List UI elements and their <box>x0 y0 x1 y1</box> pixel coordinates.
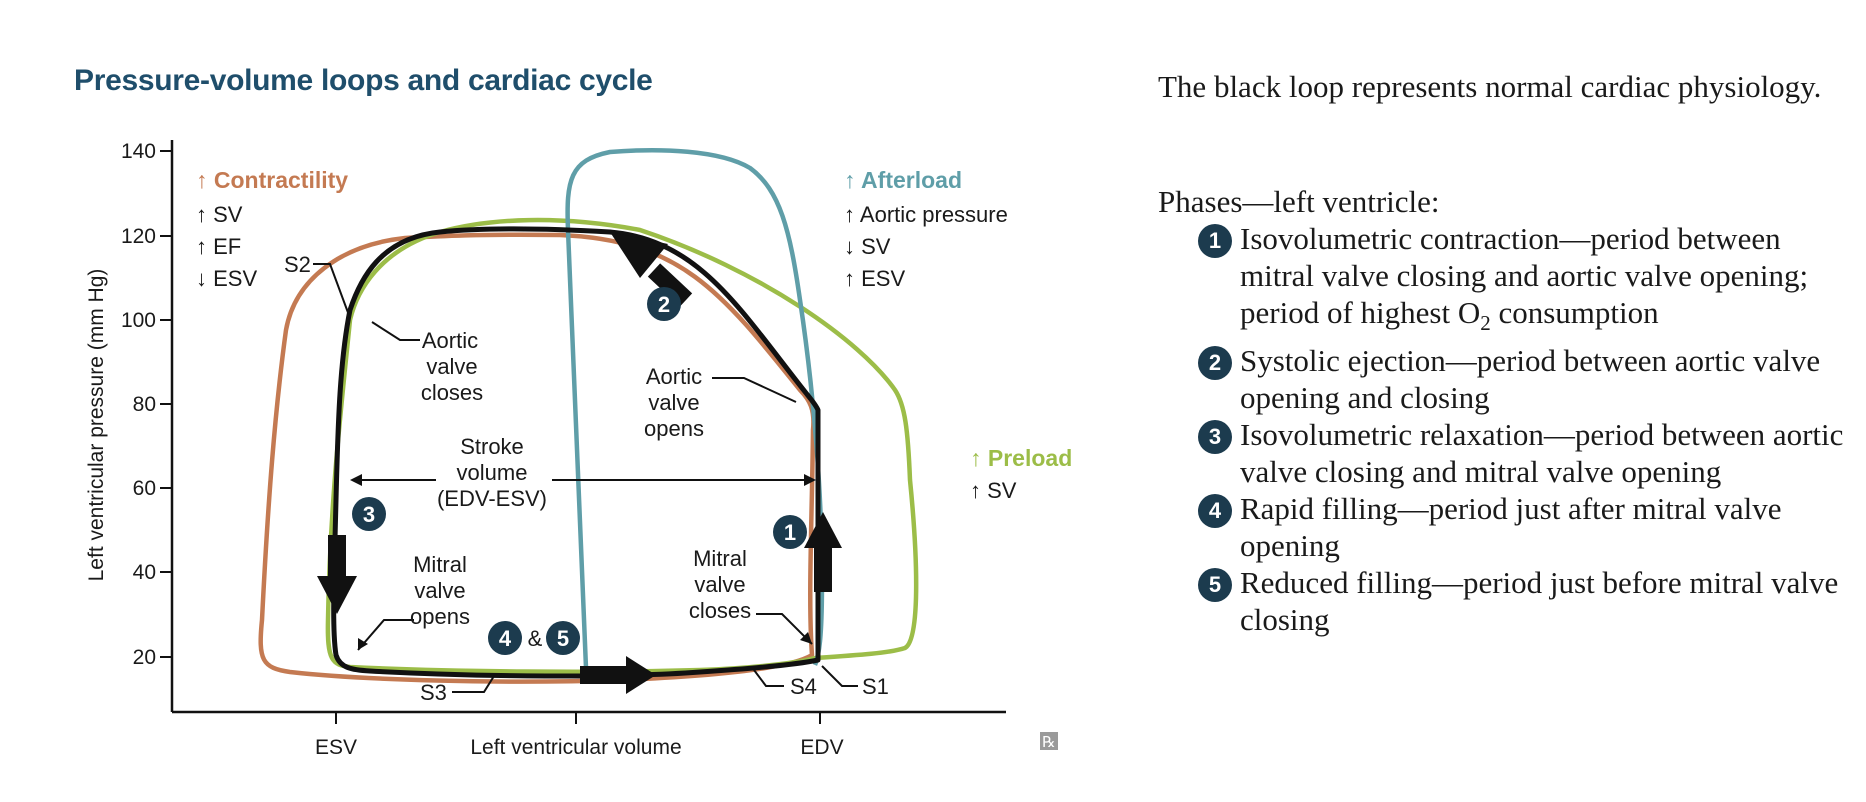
svg-text:↑ ESV: ↑ ESV <box>844 266 905 291</box>
phase-tail: consumption <box>1490 295 1659 330</box>
phase-badge: 4 <box>1198 494 1232 529</box>
phase-text: Rapid filling—period just after mitral v… <box>1240 491 1782 564</box>
aortic-opens-label-3: opens <box>644 416 704 441</box>
stroke-volume-label-1: Stroke <box>460 434 524 459</box>
phases-title: Phases—left ventricle: <box>1158 184 1440 219</box>
svg-text:↑ Contractility: ↑ Contractility <box>196 167 348 193</box>
y-axis-label: Left ventricular pressure (mm Hg) <box>85 269 108 582</box>
svg-text:↑ EF: ↑ EF <box>196 234 241 259</box>
figure-title: Pressure-volume loops and cardiac cycle <box>74 64 653 97</box>
intro-text: The black loop represents normal cardiac… <box>1158 69 1822 104</box>
badge-4: 4 <box>488 621 522 655</box>
svg-text:↓ ESV: ↓ ESV <box>196 266 257 291</box>
svg-text:↑ SV: ↑ SV <box>196 202 243 227</box>
badge-5: 5 <box>546 621 580 655</box>
phase-text: Systolic ejection—period between aortic … <box>1240 343 1821 416</box>
aortic-closes-label-1: Aortic <box>422 328 478 353</box>
svg-text:1: 1 <box>784 520 796 545</box>
aortic-closes-label-3: closes <box>421 380 483 405</box>
y-tick-label: 20 <box>133 646 156 669</box>
svg-text:2: 2 <box>658 292 670 317</box>
svg-text:↑ Aortic pressure: ↑ Aortic pressure <box>844 202 1008 227</box>
badge-2: 2 <box>647 287 681 321</box>
aortic-opens-label-2: valve <box>648 390 699 415</box>
mitral-opens-label-2: valve <box>414 578 465 603</box>
svg-text:3: 3 <box>363 502 375 527</box>
svg-text:5: 5 <box>557 626 569 651</box>
svg-text:↑ Preload: ↑ Preload <box>970 445 1072 471</box>
x-tick-esv: ESV <box>315 736 357 759</box>
y-tick-label: 60 <box>133 477 156 500</box>
y-tick-label: 120 <box>121 225 156 248</box>
y-tick-label: 140 <box>121 140 156 163</box>
description-panel: The black loop represents normal cardiac… <box>1158 68 1848 638</box>
s1-label: S1 <box>862 674 889 699</box>
mitral-closes-label-2: valve <box>694 572 745 597</box>
mitral-opens-label-1: Mitral <box>413 552 467 577</box>
phase-text: Isovolumetric contraction—period between… <box>1240 221 1809 330</box>
normal-loop <box>331 226 821 679</box>
svg-text:↑ SV: ↑ SV <box>970 478 1017 503</box>
phase-badge: 5 <box>1198 568 1232 603</box>
preload-legend: ↑ Preload ↑ SV <box>970 445 1072 503</box>
y-tick-label: 80 <box>133 393 156 416</box>
aortic-closes-label-2: valve <box>426 354 477 379</box>
phase-text: Isovolumetric relaxation—period between … <box>1240 417 1844 490</box>
badge-1: 1 <box>773 515 807 549</box>
mitral-closes-label-1: Mitral <box>693 546 747 571</box>
phase-badge: 1 <box>1198 224 1232 258</box>
phase-subscript: 2 <box>1480 311 1491 336</box>
arrow-filling <box>580 656 656 694</box>
afterload-legend: ↑ Afterload ↑ Aortic pressure ↓ SV ↑ ESV <box>844 167 1008 291</box>
svg-text:℞: ℞ <box>1042 733 1055 751</box>
phase-badge: 3 <box>1198 420 1232 455</box>
svg-text:4: 4 <box>499 626 512 651</box>
phase-badge: 2 <box>1198 346 1232 381</box>
contractility-legend: ↑ Contractility ↑ SV ↑ EF ↓ ESV <box>196 167 348 291</box>
badge-ampersand: & <box>528 626 543 651</box>
y-ticks: 140 120 100 80 60 40 20 <box>121 140 172 669</box>
x-axis-label: Left ventricular volume <box>470 736 681 759</box>
leader-lines <box>313 263 858 693</box>
stroke-volume-label-3: (EDV-ESV) <box>437 486 547 511</box>
badge-3: 3 <box>352 497 386 531</box>
rx-watermark: ℞ <box>1040 732 1058 751</box>
stroke-volume-arrow <box>350 474 816 486</box>
svg-text:↓ SV: ↓ SV <box>844 234 891 259</box>
mitral-closes-label-3: closes <box>689 598 751 623</box>
y-tick-label: 40 <box>133 561 156 584</box>
arrow-isovolumetric-relaxation <box>317 535 357 614</box>
arrow-systolic-ejection <box>610 232 693 307</box>
mitral-opens-label-3: opens <box>410 604 470 629</box>
aortic-opens-label-1: Aortic <box>646 364 702 389</box>
s2-label: S2 <box>284 252 311 277</box>
y-tick-label: 100 <box>121 309 156 332</box>
stroke-volume-label-2: volume <box>457 460 528 485</box>
x-tick-edv: EDV <box>800 736 843 759</box>
svg-text:↑ Afterload: ↑ Afterload <box>844 167 962 193</box>
s4-label: S4 <box>790 674 817 699</box>
arrow-isovolumetric-contraction <box>804 512 842 592</box>
s3-label: S3 <box>420 680 447 705</box>
phase-text: Reduced filling—period just before mitra… <box>1240 565 1839 638</box>
